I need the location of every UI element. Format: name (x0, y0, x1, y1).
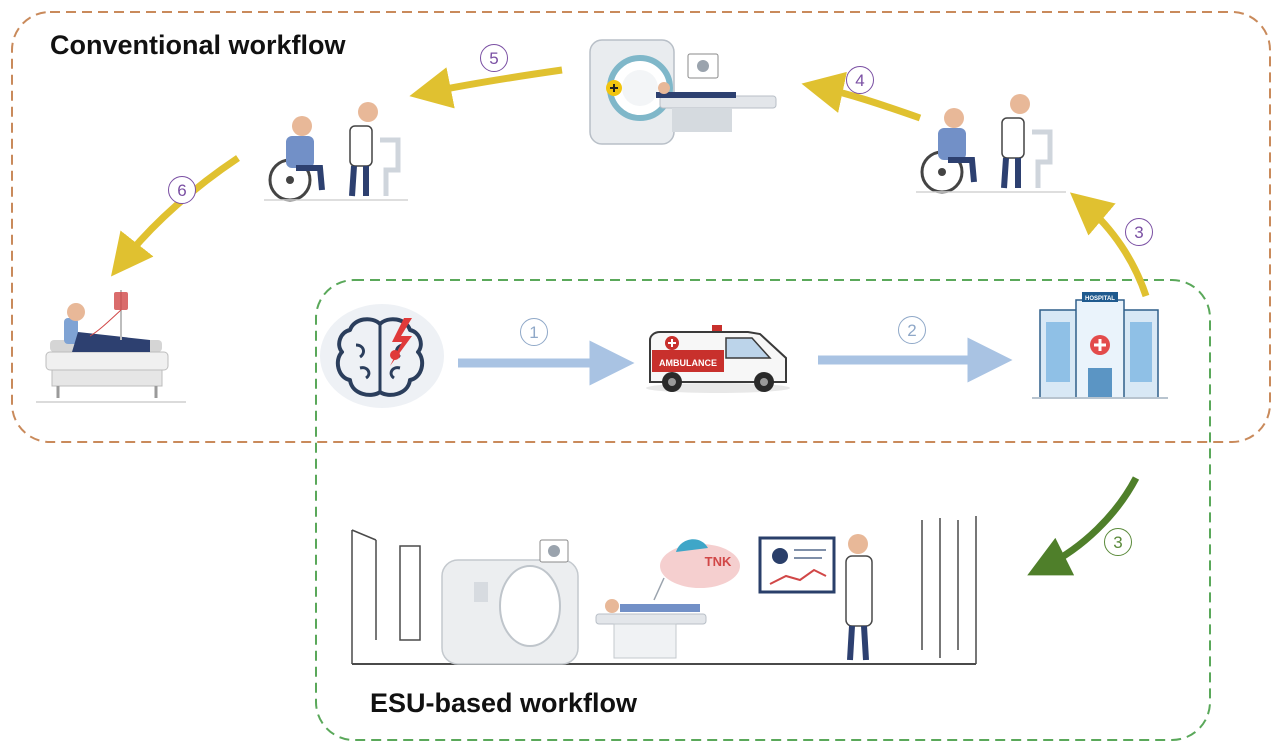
step-2-label: 2 (907, 320, 917, 340)
conventional-workflow-title: Conventional workflow (50, 30, 346, 60)
arrow-step-3-esu (1027, 476, 1140, 576)
esu-workflow-region (315, 279, 1211, 741)
arrow-step-3-conventional (1069, 192, 1150, 298)
arrow-step-6 (110, 155, 240, 277)
stroke-brain-icon (320, 304, 444, 408)
esu-workflow-title: ESU-based workflow (370, 688, 638, 718)
step-3-conventional-badge: 3 (1125, 218, 1153, 246)
consultation-illustration-right (916, 94, 1066, 194)
arrow-step-5 (409, 66, 563, 109)
ambulance-illustration: AMBULANCE (646, 325, 790, 393)
arrow-step-4 (801, 71, 922, 122)
esu-room-illustration: TNK (351, 516, 977, 665)
hospital-illustration: HOSPITAL (1032, 292, 1168, 399)
step-4-badge: 4 (846, 66, 874, 94)
step-4-label: 4 (855, 70, 865, 90)
step-6-label: 6 (177, 180, 187, 200)
step-5-label: 5 (489, 48, 499, 68)
bedridden-patient-illustration (36, 290, 186, 403)
step-5-badge: 5 (480, 44, 508, 72)
step-2-badge: 2 (898, 316, 926, 344)
consultation-illustration-left (264, 102, 408, 202)
tnk-drug-label: TNK (705, 554, 732, 569)
hospital-text: HOSPITAL (1085, 296, 1115, 302)
step-1-badge: 1 (520, 318, 548, 346)
conventional-workflow-region (11, 11, 1271, 443)
ambulance-text: AMBULANCE (659, 358, 717, 368)
step-1-label: 1 (529, 322, 539, 342)
step-3-esu-label: 3 (1113, 532, 1123, 552)
ct-scanner-illustration (589, 39, 777, 145)
step-6-badge: 6 (168, 176, 196, 204)
step-3-esu-badge: 3 (1104, 528, 1132, 556)
step-3-conventional-label: 3 (1134, 222, 1144, 242)
